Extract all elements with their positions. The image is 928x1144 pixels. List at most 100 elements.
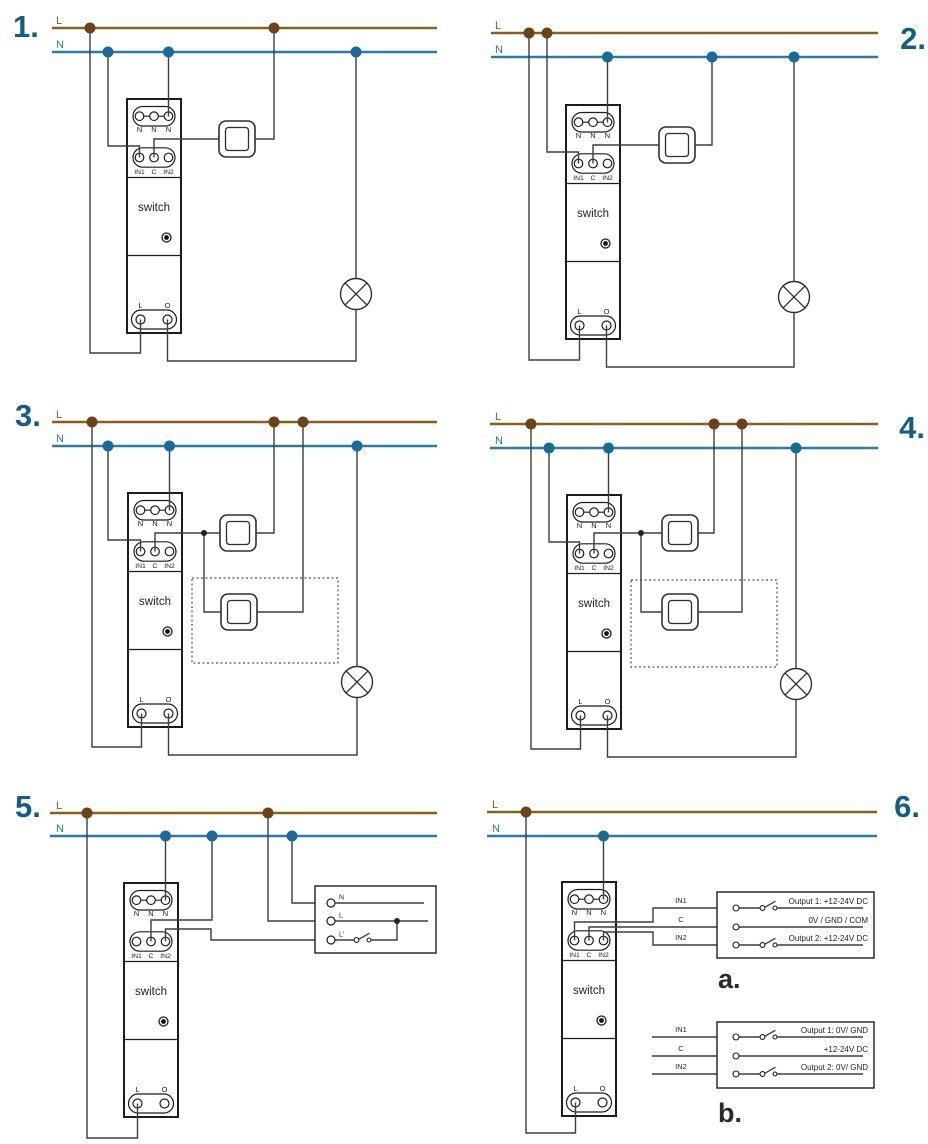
bus-junction-dot bbox=[541, 27, 553, 39]
n-terminal-label: N bbox=[572, 908, 577, 917]
dc-row-label: Output 1: +12-24V DC bbox=[789, 897, 869, 906]
wall-switch-rocker bbox=[664, 132, 690, 158]
bus-junction-dot bbox=[525, 418, 537, 430]
n-terminal-label: N bbox=[163, 909, 168, 918]
wire bbox=[530, 424, 582, 750]
n-terminal bbox=[574, 507, 585, 518]
output-terminal-block bbox=[569, 315, 617, 336]
led-indicator bbox=[161, 1019, 166, 1024]
live-bus-label: L bbox=[495, 411, 501, 423]
bus-junction-dot bbox=[543, 442, 555, 454]
input-terminal-label: C bbox=[153, 563, 158, 570]
n-terminal-label: N bbox=[576, 131, 581, 140]
dc-row-terminal bbox=[732, 904, 740, 912]
n-terminal-label: N bbox=[134, 909, 139, 918]
output-terminal-label: O bbox=[604, 307, 610, 316]
dc-row-terminal bbox=[732, 941, 740, 949]
contact-switch-icon bbox=[759, 900, 778, 911]
wall-switch-icon bbox=[220, 593, 258, 631]
output-terminal-block bbox=[130, 309, 178, 330]
wire bbox=[255, 28, 275, 140]
bus-junction-dot bbox=[736, 418, 748, 430]
diagram-number: 5. bbox=[15, 789, 41, 824]
module-name-label: switch bbox=[139, 596, 171, 608]
bus-junction-dot bbox=[602, 51, 613, 63]
output-terminal-block bbox=[131, 703, 179, 724]
bus-junction-dot bbox=[163, 46, 174, 58]
dc-input-label: C bbox=[678, 1044, 684, 1053]
wire bbox=[256, 422, 275, 534]
neutral-bus-label: N bbox=[56, 433, 64, 445]
wall-switch-rocker bbox=[226, 599, 252, 625]
wall-switch-icon bbox=[219, 514, 257, 552]
wire bbox=[588, 926, 736, 941]
contact-pole bbox=[759, 905, 766, 911]
n-terminal bbox=[131, 895, 142, 906]
wire-junction-dot bbox=[394, 918, 400, 924]
dc-input-label: C bbox=[678, 915, 684, 924]
input-terminal-label: IN1 bbox=[134, 169, 145, 176]
diagram-number: 1. bbox=[13, 9, 39, 44]
output-terminal-label: L bbox=[138, 301, 142, 310]
led-indicator bbox=[164, 235, 169, 240]
diagram-number: 3. bbox=[15, 398, 41, 433]
input-terminal-label: IN2 bbox=[598, 952, 609, 959]
output-terminal-label: L bbox=[578, 697, 582, 706]
wire bbox=[606, 699, 797, 758]
input-terminal-label: IN1 bbox=[569, 952, 580, 959]
input-terminal-label: C bbox=[587, 952, 592, 959]
dc-box-caption: b. bbox=[718, 1098, 742, 1128]
n-terminal-label: N bbox=[151, 125, 156, 134]
contact-blade bbox=[358, 932, 370, 940]
contact-pole bbox=[759, 942, 766, 948]
wall-switch-rocker bbox=[225, 520, 251, 546]
junction-box: NLL' bbox=[314, 885, 437, 954]
junction-box-terminal-label: L bbox=[339, 913, 343, 920]
dc-row-terminal bbox=[732, 1070, 740, 1078]
output-terminal-label: L bbox=[577, 307, 581, 316]
contact-pole bbox=[772, 905, 778, 911]
wire bbox=[698, 424, 743, 613]
input-terminal-label: IN2 bbox=[164, 563, 175, 570]
lamp-icon bbox=[339, 277, 373, 311]
contact-pole bbox=[759, 1034, 766, 1040]
led-indicator bbox=[599, 1018, 604, 1023]
input-terminal-label: C bbox=[592, 565, 597, 572]
input-terminal bbox=[602, 158, 613, 169]
wire bbox=[548, 448, 581, 554]
dc-output-box-frame bbox=[716, 1021, 875, 1089]
input-terminal bbox=[131, 936, 142, 947]
bus-junction-dot bbox=[598, 830, 609, 842]
bus-junction-dot bbox=[206, 830, 218, 842]
contact-pole bbox=[353, 937, 360, 943]
live-bus-label: L bbox=[56, 800, 62, 812]
input-terminal bbox=[603, 548, 614, 559]
output-terminal-label: O bbox=[166, 695, 172, 704]
module-body bbox=[566, 494, 622, 730]
n-terminal bbox=[150, 505, 160, 516]
n-terminal bbox=[569, 894, 580, 905]
neutral-bus-label: N bbox=[492, 823, 500, 835]
bus-junction-dot bbox=[86, 416, 98, 428]
contact-switch-icon bbox=[759, 1029, 778, 1040]
wire bbox=[257, 422, 304, 613]
n-terminal-label: N bbox=[606, 521, 611, 530]
output-terminal bbox=[159, 1098, 170, 1109]
bus-junction-dot bbox=[297, 416, 309, 428]
output-terminal-label: O bbox=[605, 697, 611, 706]
wire-junction-dot bbox=[638, 530, 644, 536]
dc-output-box-frame bbox=[716, 891, 875, 959]
wire bbox=[167, 697, 358, 756]
wall-switch-icon bbox=[661, 593, 699, 631]
wire bbox=[150, 836, 213, 942]
input-terminal-label: C bbox=[149, 953, 154, 960]
dc-row-label: Output 1: 0V/ GND bbox=[801, 1026, 868, 1035]
output-terminal-label: L bbox=[573, 1084, 577, 1093]
module-name-label: switch bbox=[573, 985, 605, 997]
